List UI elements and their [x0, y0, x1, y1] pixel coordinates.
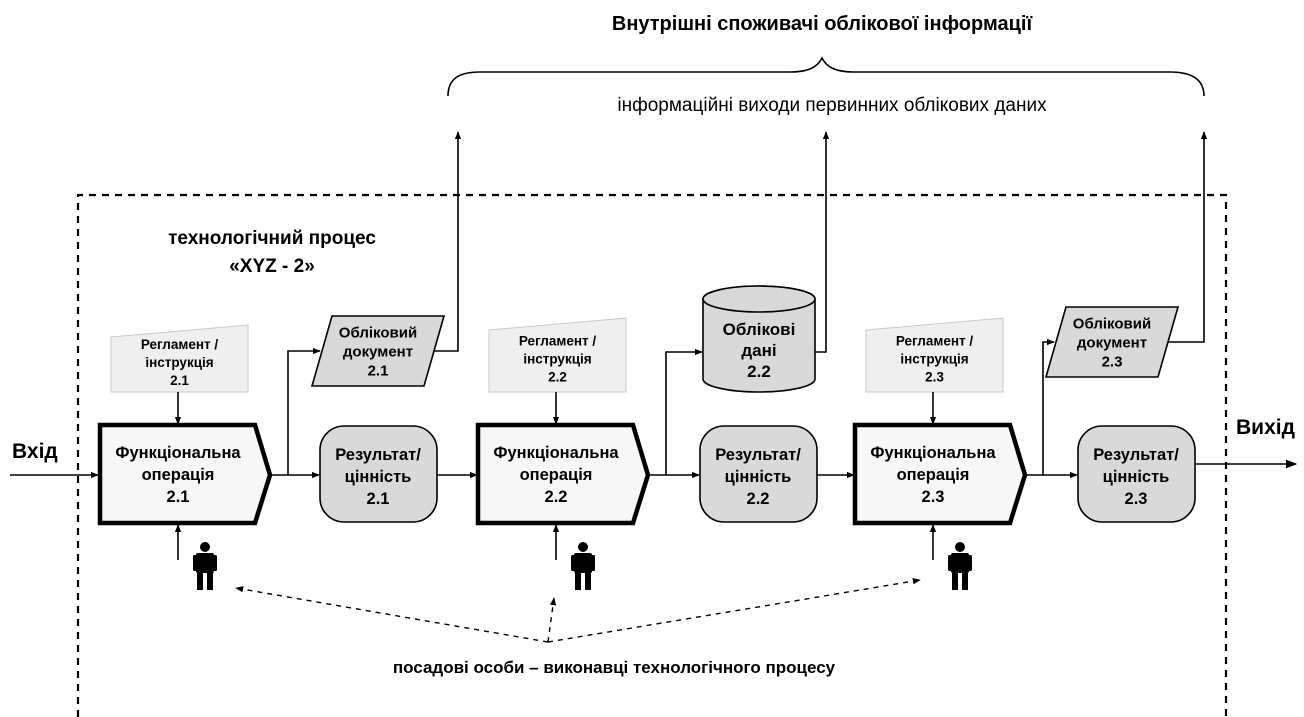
result-label-line1: Результат/ — [1093, 446, 1179, 464]
operation-label-line3: 2.2 — [545, 488, 568, 506]
performers-arrow-right — [547, 578, 921, 643]
regulation-label-line3: 2.1 — [170, 373, 189, 388]
operation-label-line2: операція — [520, 466, 593, 484]
consumers-brace — [447, 56, 1205, 97]
regulation-label-line2: інструкція — [145, 355, 213, 370]
operation-label-line1: Функціональна — [115, 444, 241, 462]
operation-label-line1: Функціональна — [870, 444, 996, 462]
output-branch-arrow — [665, 348, 703, 475]
regulation-box — [865, 317, 1004, 393]
person-icon — [193, 542, 217, 590]
process-boundary — [76, 193, 1228, 717]
document-label-line2: документ — [343, 343, 413, 360]
regulation-label-line3: 2.3 — [925, 370, 944, 385]
regulation-label-line1: Регламент / — [141, 337, 219, 352]
performers-label: посадові особи – виконавці технологічног… — [393, 658, 836, 677]
process-title-line1: технологічний процес — [168, 228, 376, 249]
consumer-arrow — [1168, 131, 1208, 343]
document-shape — [1044, 306, 1180, 378]
result-label-line1: Результат/ — [335, 446, 421, 464]
document-label-line3: 2.3 — [1102, 353, 1123, 370]
performers-arrow-left — [235, 586, 549, 643]
result-label-line2: цінність — [725, 468, 792, 486]
operation-label-line1: Функціональна — [493, 444, 619, 462]
consumer-arrow — [815, 131, 830, 353]
consumer-arrow — [434, 131, 462, 352]
operation-label-line2: операція — [142, 466, 215, 484]
regulation-label-line1: Регламент / — [519, 334, 597, 349]
output-branch-arrow — [287, 347, 321, 475]
result-label-line3: 2.1 — [367, 490, 390, 508]
output-branch-arrow — [1042, 338, 1055, 475]
person-icon — [571, 542, 595, 590]
person-icon — [948, 542, 972, 590]
operation-label-line2: операція — [897, 466, 970, 484]
performers-arrow-center — [547, 597, 557, 643]
result-block — [319, 425, 438, 523]
document-label-line1: Обліковий — [1073, 315, 1151, 332]
regulation-label-line3: 2.2 — [548, 370, 567, 385]
regulation-box — [110, 324, 249, 393]
regulation-label-line2: інструкція — [523, 352, 591, 367]
document-label-line1: Обліковий — [339, 324, 417, 341]
result-label-line3: 2.2 — [747, 490, 770, 508]
regulation-label-line1: Регламент / — [896, 334, 974, 349]
result-block — [699, 425, 818, 523]
database-label-line3: 2.2 — [747, 362, 771, 381]
result-label-line2: цінність — [1103, 468, 1170, 486]
document-label-line3: 2.1 — [368, 362, 389, 379]
result-label-line2: цінність — [345, 468, 412, 486]
database-label-line1: Облікові — [723, 320, 796, 339]
operation-label-line3: 2.3 — [922, 488, 945, 506]
consumers-title: Внутрішні споживачі облікової інформації — [612, 13, 1033, 35]
operation-label-line3: 2.1 — [167, 488, 190, 506]
output-label: Вихід — [1236, 416, 1295, 439]
document-label-line2: документ — [1077, 334, 1147, 351]
result-label-line1: Результат/ — [715, 446, 801, 464]
document-shape — [310, 315, 446, 387]
database-label-line2: дані — [741, 341, 776, 360]
operation-block — [475, 422, 651, 526]
regulation-box — [488, 317, 627, 393]
database-cylinder — [702, 285, 816, 393]
operation-block — [97, 422, 273, 526]
input-label: Вхід — [12, 440, 58, 463]
outputs-label: інформаційні виходи первинних облікових … — [617, 95, 1047, 116]
result-label-line3: 2.3 — [1125, 490, 1148, 508]
result-block — [1077, 425, 1196, 523]
process-title-line2: «XYZ - 2» — [229, 256, 315, 277]
operation-block — [852, 422, 1028, 526]
regulation-label-line2: інструкція — [900, 352, 968, 367]
